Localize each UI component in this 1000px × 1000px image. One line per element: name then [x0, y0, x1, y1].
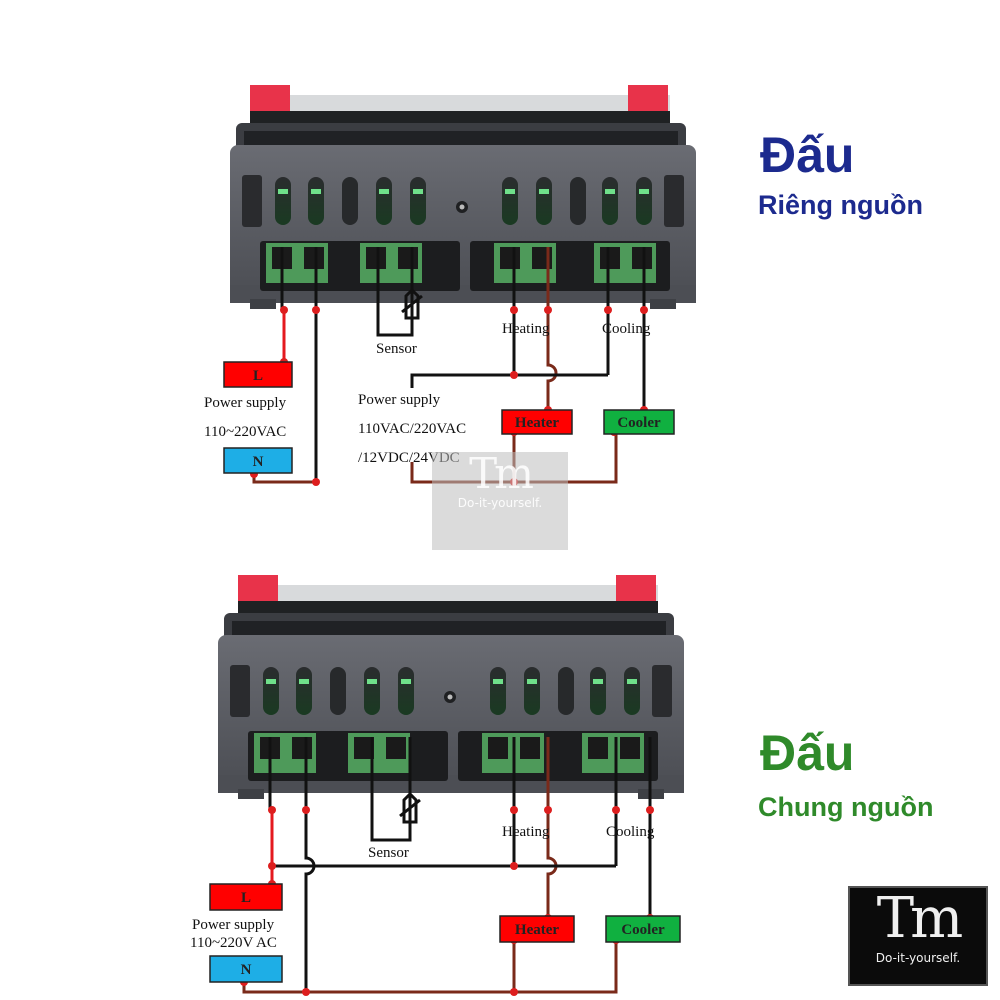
panel-1-subtitle: Riêng nguồn: [758, 190, 923, 220]
main-power-supply-label: Power supply: [192, 917, 275, 933]
heater-box: [499, 915, 575, 943]
logo-mark: Tm: [876, 886, 963, 951]
cooler-box: [603, 409, 675, 435]
neutral-label: N: [253, 454, 264, 470]
heating-label: Heating: [502, 321, 550, 337]
neutral-terminal-box: [223, 447, 293, 474]
heater-label: Heater: [515, 922, 559, 938]
panel-2-subtitle: Chung nguồn: [758, 792, 934, 822]
cooler-box: [605, 915, 681, 943]
panel-2-title: Đấu: [760, 725, 855, 781]
junction-dots: [240, 806, 654, 996]
load-power-supply-label: Power supply: [358, 392, 441, 408]
panel-common-supply: L N Power supply 110~220V AC Sensor Heat…: [190, 575, 684, 996]
cooling-label: Cooling: [606, 824, 655, 840]
load-power-supply-voltage-1: 110VAC/220VAC: [358, 421, 466, 437]
cooler-label: Cooler: [617, 415, 661, 431]
neutral-label: N: [241, 962, 252, 978]
watermark-mark: Tm: [469, 449, 534, 498]
cooler-label: Cooler: [621, 922, 665, 938]
sensor-label: Sensor: [368, 845, 409, 861]
main-power-supply-voltage: 110~220V AC: [190, 935, 277, 951]
live-label: L: [253, 368, 263, 384]
watermark-tagline: Do-it-yourself.: [457, 496, 543, 510]
heater-box: [501, 409, 573, 435]
neutral-terminal-box: [209, 955, 283, 983]
panel-1-title: Đấu: [760, 127, 855, 183]
live-label: L: [241, 890, 251, 906]
panel-separate-supply: L N Power supply 110~220VAC Sensor Heati…: [204, 85, 696, 486]
live-terminal-box: [223, 361, 293, 388]
main-power-supply-label: Power supply: [204, 395, 287, 411]
live-terminal-box: [209, 883, 283, 911]
heater-label: Heater: [515, 415, 559, 431]
watermark: Tm Do-it-yourself.: [432, 452, 568, 550]
logo-tagline: Do-it-yourself.: [875, 951, 961, 965]
brand-logo: Tm Do-it-yourself.: [848, 886, 988, 986]
main-power-supply-voltage: 110~220VAC: [204, 424, 286, 440]
sensor-label: Sensor: [376, 341, 417, 357]
controller-device-2: [218, 575, 684, 799]
cooling-label: Cooling: [602, 321, 651, 337]
controller-device-1: [230, 85, 696, 309]
heating-label: Heating: [502, 824, 550, 840]
